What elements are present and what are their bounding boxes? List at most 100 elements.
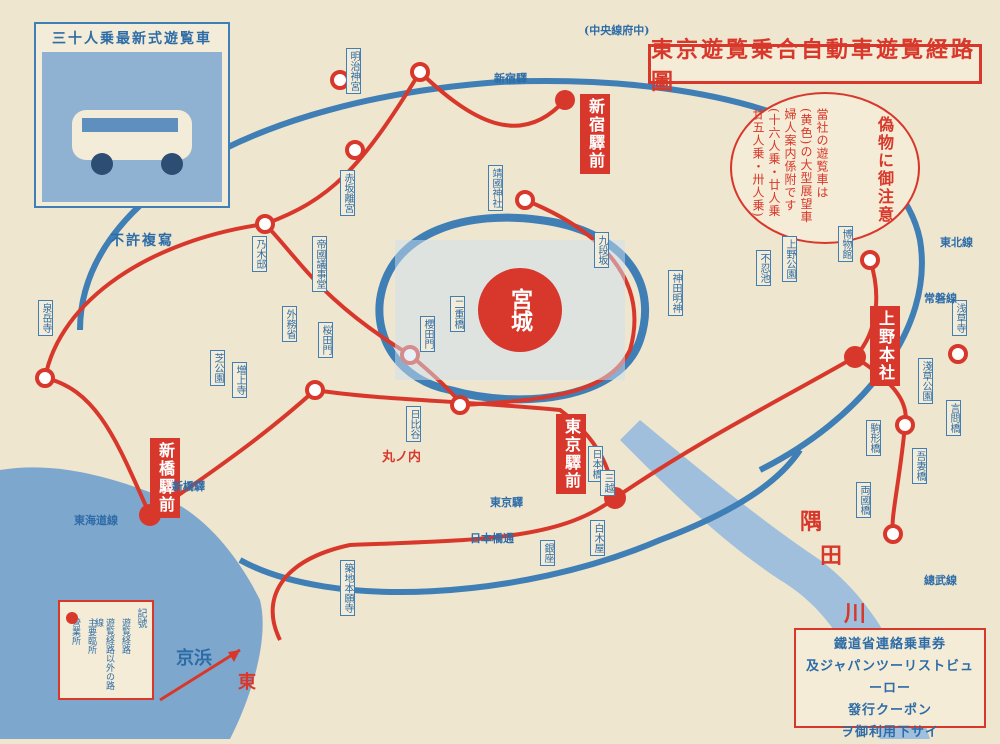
stop-dot — [895, 415, 915, 435]
place-label: 言問橋 — [946, 400, 961, 436]
station-label-shinjuku: 新宿驛 — [494, 72, 527, 85]
route-center — [263, 222, 462, 406]
route-north — [418, 70, 567, 128]
rail-coupon-notice: 鐵道省連絡乗車券 及ジャパンツーリストビューロー 發行クーポン ヲ御利用下サイ — [794, 628, 986, 740]
line-label-tokaido: 東海道線 — [74, 514, 118, 527]
line-label-joban: 常磐線 — [924, 292, 957, 305]
rail-notice-line: 及ジャパンツーリストビューロー — [805, 659, 974, 696]
place-label: 日本橋 — [588, 446, 603, 482]
place-label: 桜田門 — [318, 322, 333, 358]
info-line: (十六人乗・廿人乗 — [767, 108, 781, 218]
place-label: 三越 — [600, 470, 615, 496]
route-inner — [459, 198, 637, 407]
stop-label-shinbashi: 新橋驛前 — [150, 438, 180, 518]
place-label: 駒形橋 — [866, 420, 881, 456]
route-bay — [44, 376, 152, 516]
route-east — [613, 259, 879, 500]
bus-photo — [42, 52, 222, 202]
info-line: 廿五人乗・卅人乗) — [751, 108, 765, 218]
rail-notice-line: 鐵道省連絡乗車券 — [833, 637, 946, 652]
place-label: 赤坂離宮 — [340, 170, 355, 216]
red-route — [43, 70, 908, 641]
place-label: 両國橋 — [856, 482, 871, 518]
stop-dot — [35, 368, 55, 388]
stop-dot — [345, 140, 365, 160]
legend-item: 遊覧経路 — [120, 618, 130, 654]
place-label: 二重橋 — [450, 296, 465, 332]
place-label: 帝國議事堂 — [312, 236, 327, 292]
stop-dot — [844, 346, 866, 368]
stop-dot — [410, 62, 430, 82]
compass-arrow — [159, 648, 241, 702]
route-south — [148, 387, 617, 517]
place-label: 不忍池 — [756, 250, 771, 286]
line-label-sobu: 總武線 — [924, 574, 957, 587]
imperial-palace-marker: 宮城 — [478, 268, 562, 352]
no-reproduction-notice: 不許複寫 — [110, 233, 174, 249]
place-label: 外務省 — [282, 306, 297, 342]
place-label: 日比谷 — [406, 406, 421, 442]
place-label: 神田明神 — [668, 270, 683, 316]
place-label: 明治神宮 — [346, 48, 361, 94]
stop-dot — [948, 344, 968, 364]
place-label: 吾妻橋 — [912, 448, 927, 484]
place-label: 築地本願寺 — [340, 560, 355, 616]
district-label: 丸ノ内 — [382, 450, 422, 465]
stop-dot — [883, 524, 903, 544]
stop-dot — [555, 90, 575, 110]
stop-label-ueno: 上野本社 — [870, 306, 900, 386]
place-label: 淺草公園 — [918, 358, 933, 404]
place-label: 上野公園 — [782, 236, 797, 282]
info-line: 婦人案内係附です — [783, 108, 797, 212]
info-line: (黄色)の大型展望車 — [799, 108, 813, 224]
stop-dot — [515, 190, 535, 210]
stop-dot — [860, 250, 880, 270]
info-body: 當社の遊覧車は (黄色)の大型展望車 婦人案内係附です (十六人乗・廿人乗 廿五… — [750, 108, 830, 228]
palace-moat — [375, 213, 649, 404]
bus-photo-panel: 三十人乗最新式遊覧車 — [34, 22, 230, 208]
legend-item: 遊覧経路以外の路線 — [93, 618, 114, 690]
map-legend: 記號 遊覧経路 遊覧経路以外の路線 主要臨所 營業所 — [58, 600, 154, 700]
station-label-tokyo: 東京驛 — [490, 496, 523, 509]
compass-keihin-label: 京浜 — [176, 648, 212, 669]
compass-east-label: 東 — [238, 672, 256, 693]
place-label: 銀座 — [540, 540, 555, 566]
stop-dot — [450, 395, 470, 415]
place-label: 芝公園 — [210, 350, 225, 386]
legend-item: 主要臨所 — [86, 618, 96, 654]
station-label-shinbashi: 新橋驛 — [172, 480, 205, 493]
place-label: 櫻田門 — [420, 316, 435, 352]
stop-dot — [255, 214, 275, 234]
info-line: 當社の遊覧車は — [815, 108, 829, 199]
place-label: 博物館 — [838, 226, 853, 262]
compass-arrowhead — [228, 650, 240, 662]
place-label: 白木屋 — [590, 520, 605, 556]
street-label-nihonbashi: 日本橋通 — [470, 532, 514, 545]
place-label: 泉岳寺 — [38, 300, 53, 336]
stop-label-shinjuku: 新宿驛前 — [580, 94, 610, 174]
legend-item: 營業所 — [70, 618, 80, 645]
rail-notice-line: ヲ御利用下サイ — [840, 725, 939, 740]
info-heading: 偽物に御注意 — [875, 116, 894, 224]
place-label: 増上寺 — [232, 362, 247, 398]
place-label: 靖國神社 — [488, 165, 503, 211]
rail-notice-line: 發行クーポン — [847, 703, 932, 718]
stop-dot — [305, 380, 325, 400]
bus-photo-caption: 三十人乗最新式遊覧車 — [52, 31, 212, 47]
map-title: 東京遊覧乗合自動車遊覧経路圖 — [648, 37, 982, 95]
legend-heading: 記號 — [135, 608, 146, 628]
line-label-tohoku: 東北線 — [940, 236, 973, 249]
stop-label-tokyo: 東京驛前 — [556, 414, 586, 494]
river-label: 田 — [820, 543, 843, 569]
place-label: 乃木邸 — [252, 236, 267, 272]
bay-loop — [238, 448, 803, 595]
line-label-chuo: (中央線府中) — [584, 24, 650, 37]
info-notice: 偽物に御注意 當社の遊覧車は (黄色)の大型展望車 婦人案内係附です (十六人乗… — [730, 92, 920, 244]
place-label: 九段坂 — [594, 232, 609, 268]
legend-swatch — [66, 612, 78, 624]
route-ginza — [270, 496, 617, 641]
river-label: 川 — [844, 601, 867, 627]
palace-label: 宮城 — [507, 288, 533, 332]
river-label: 隅 — [800, 509, 823, 535]
place-label: 浅草寺 — [952, 300, 967, 336]
